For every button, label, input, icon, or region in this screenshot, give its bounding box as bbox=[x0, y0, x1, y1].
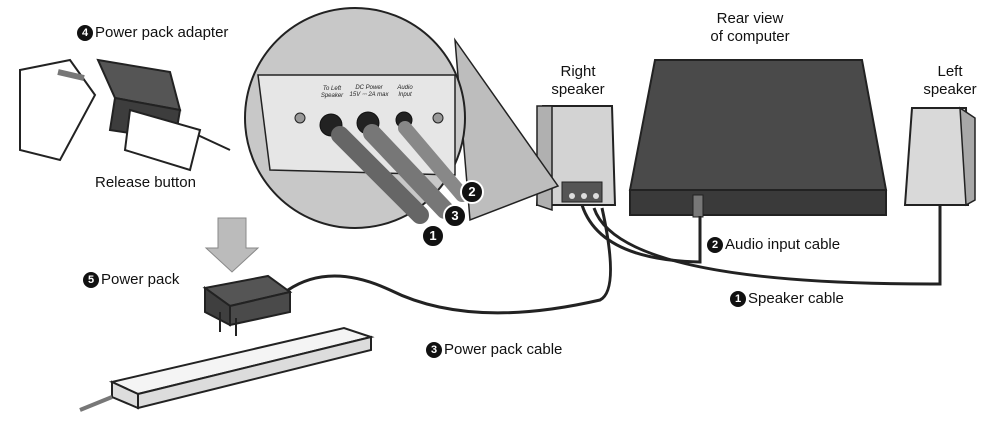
power-pack-cable-line bbox=[287, 207, 613, 315]
callout-badge-3: 3 bbox=[443, 204, 467, 228]
release-button-label: Release button bbox=[95, 174, 196, 191]
adapter-illustration bbox=[19, 58, 231, 172]
zoom-callout bbox=[244, 7, 469, 229]
badge-1: 1 bbox=[730, 291, 746, 307]
badge-4: 4 bbox=[77, 25, 93, 41]
insert-arrow bbox=[204, 217, 260, 273]
power-strip bbox=[79, 326, 375, 412]
badge-2: 2 bbox=[707, 237, 723, 253]
audio-input-cable-line bbox=[580, 204, 702, 264]
callout-badge-2: 2 bbox=[460, 180, 484, 204]
callout-badge-1: 1 bbox=[421, 224, 445, 248]
power-pack bbox=[202, 274, 293, 336]
right-speaker bbox=[535, 105, 617, 212]
badge-5: 5 bbox=[83, 272, 99, 288]
computer-rear bbox=[628, 59, 888, 218]
badge-3: 3 bbox=[426, 342, 442, 358]
left-speaker bbox=[903, 106, 976, 207]
